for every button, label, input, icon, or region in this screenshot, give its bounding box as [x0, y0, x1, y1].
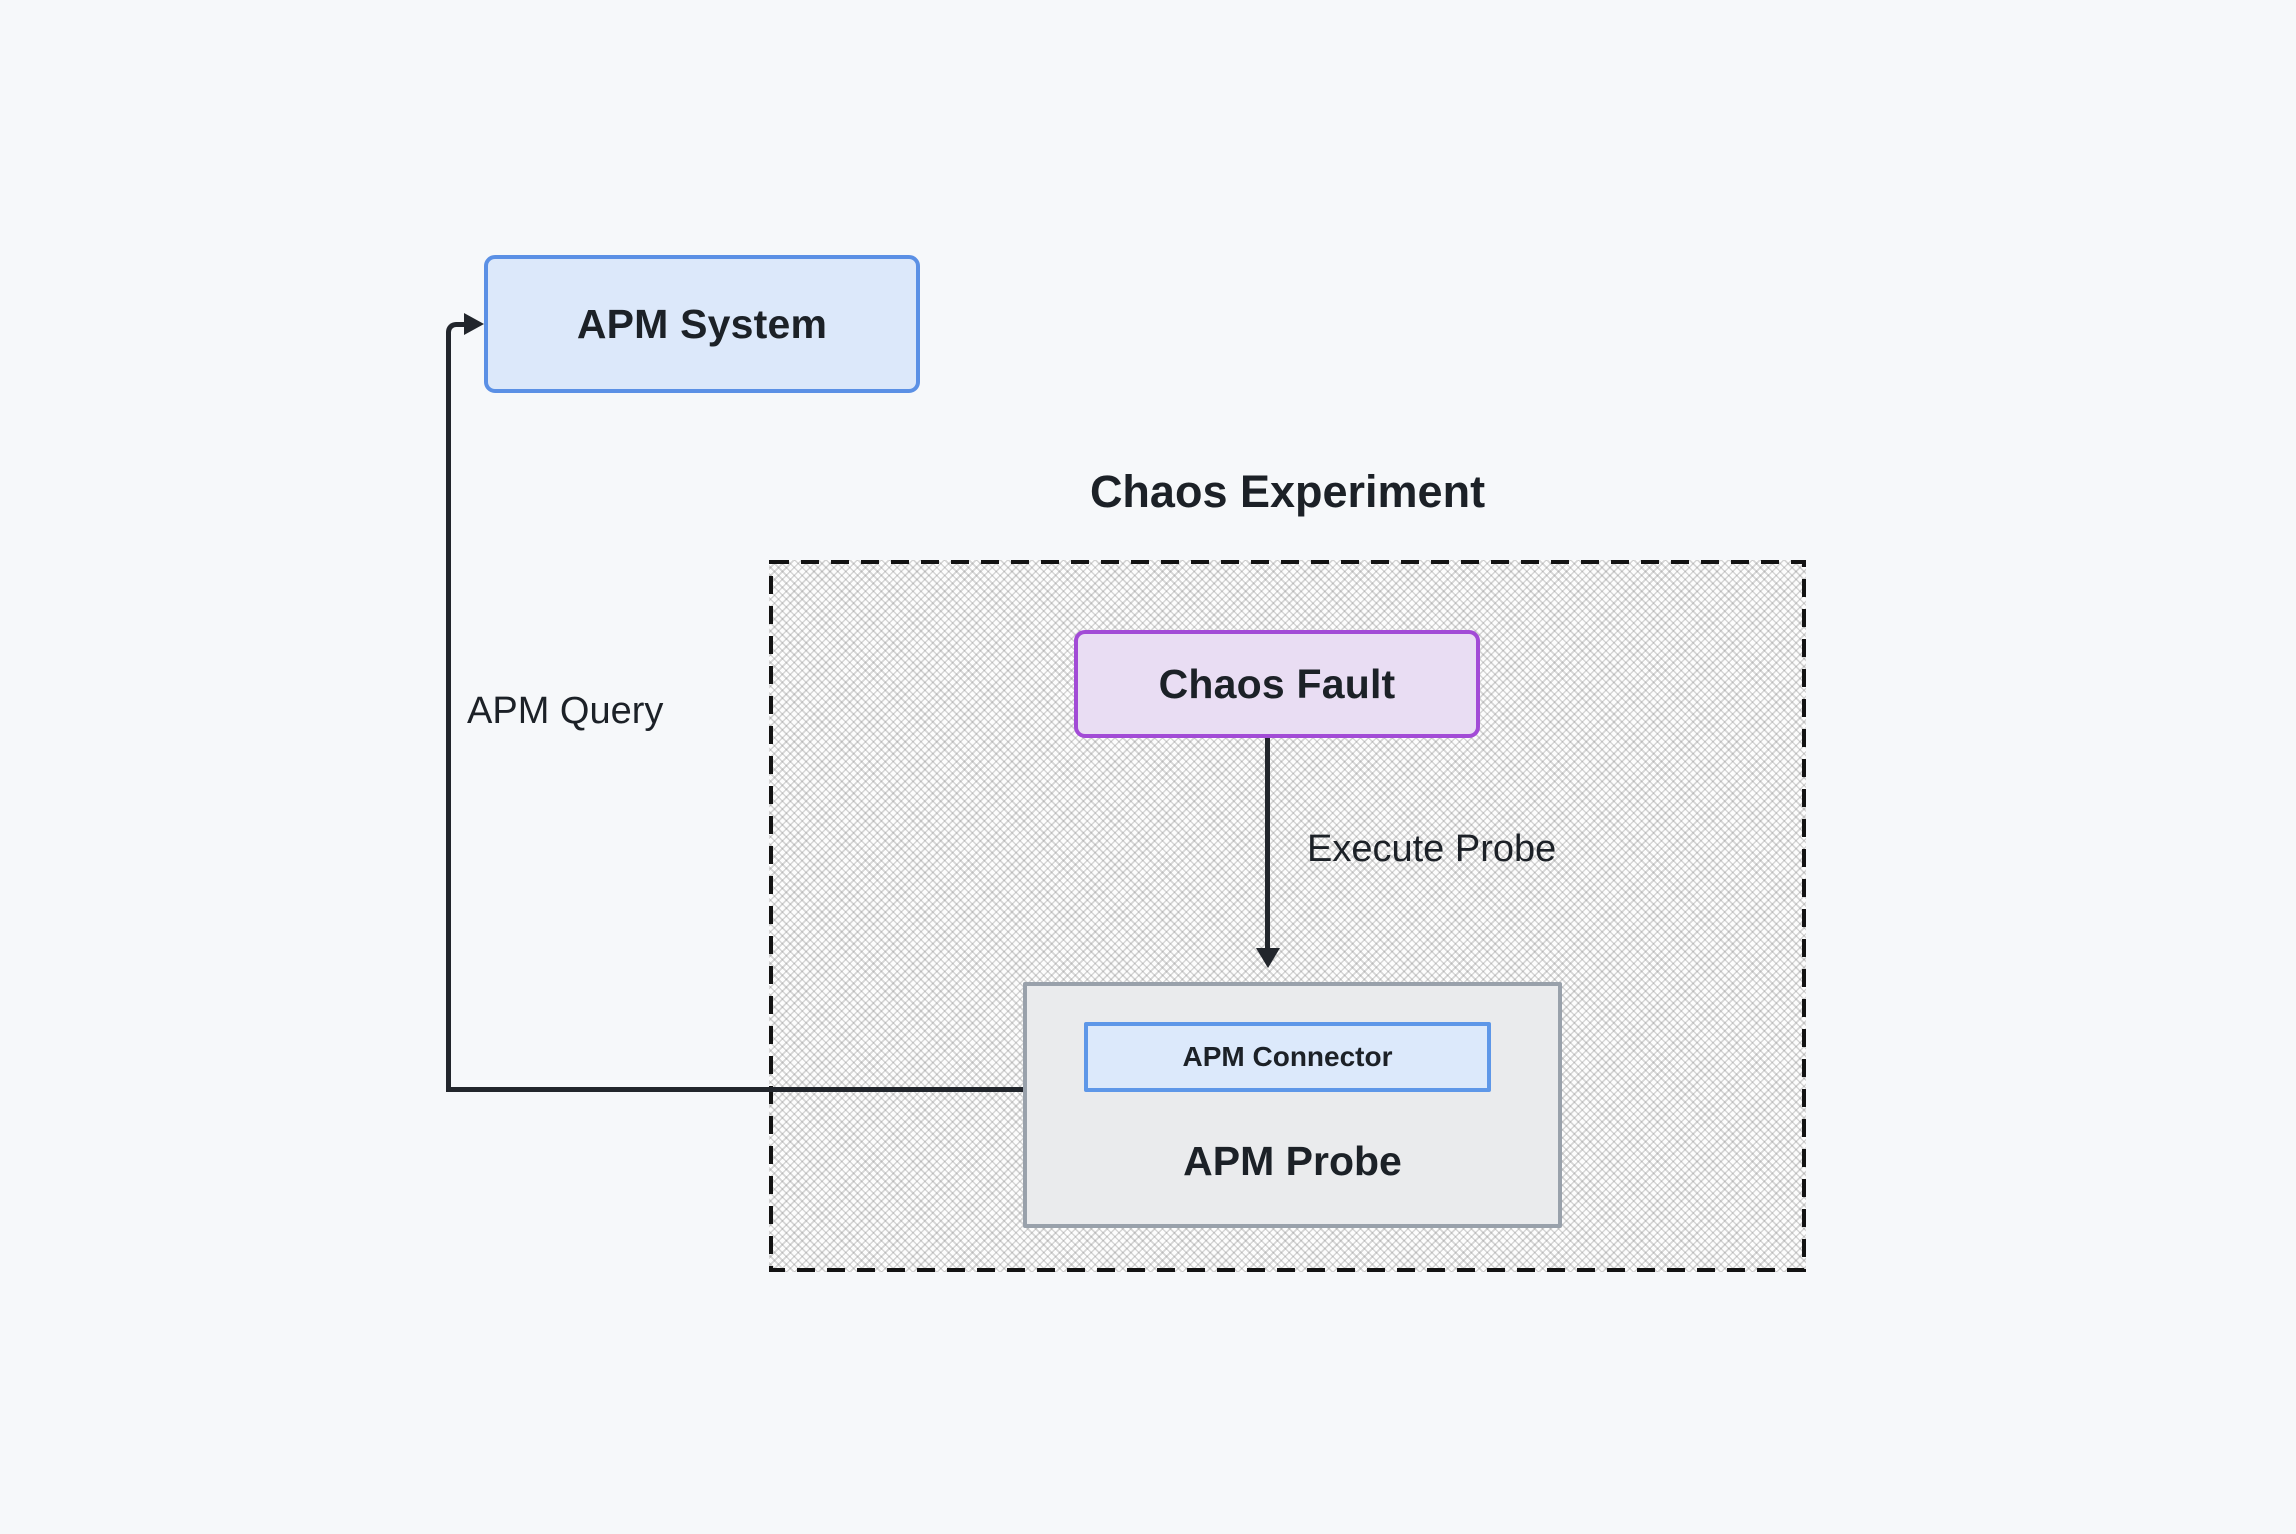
- apm-system-node: APM System: [484, 255, 920, 393]
- apm-query-arrowhead: [464, 313, 484, 335]
- chaos-fault-label: Chaos Fault: [1158, 660, 1396, 707]
- chaos-experiment-dashed-border: [769, 560, 1806, 1272]
- apm-query-label: APM Query: [467, 690, 664, 732]
- execute-probe-label: Execute Probe: [1307, 828, 1557, 870]
- execute-probe-edge: [1265, 738, 1270, 950]
- apm-connector-label: APM Connector: [1182, 1041, 1393, 1072]
- apm-query-edge: [446, 322, 468, 1090]
- apm-connector-node: APM Connector: [1084, 1022, 1491, 1092]
- execute-probe-arrowhead: [1256, 948, 1280, 968]
- chaos-experiment-title: Chaos Experiment: [1089, 466, 1486, 517]
- apm-probe-node: APM Connector APM Probe: [1023, 982, 1562, 1228]
- apm-query-edge-horizontal: [446, 1087, 1023, 1092]
- apm-system-label: APM System: [576, 300, 828, 347]
- apm-probe-label: APM Probe: [1183, 1138, 1402, 1184]
- chaos-fault-node: Chaos Fault: [1074, 630, 1480, 738]
